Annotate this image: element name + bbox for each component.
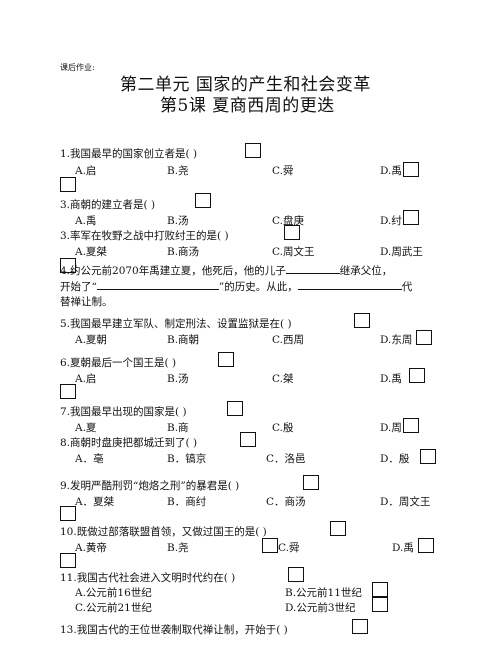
q5-option-b: B.商朝 — [167, 334, 200, 346]
q1-option-a: A.启 — [75, 165, 97, 177]
question-3: 3.率军在牧野之战中打败纣王的是( ) — [60, 230, 229, 242]
q1-option-d: D.禹 — [380, 165, 402, 177]
homework-label: 课后作业: — [60, 63, 95, 72]
blank-3[interactable] — [297, 279, 402, 290]
q10-option-d: D.禹 — [392, 542, 414, 554]
q8-option-b: B．镐京 — [167, 453, 207, 465]
answer-box-8[interactable] — [240, 432, 256, 447]
q10-option-a: A.黄帝 — [75, 542, 107, 554]
answer-box-3[interactable] — [284, 225, 300, 240]
q2-option-d: D.纣 — [380, 215, 402, 227]
question-6: 6.夏朝最后一个国王是( ) — [60, 357, 177, 369]
answer-box-9b[interactable] — [60, 506, 76, 521]
answer-box-5[interactable] — [354, 313, 370, 328]
blank-2[interactable] — [96, 279, 219, 290]
question-4-line-2: 开始了“”的历史。从此，代 — [60, 279, 413, 293]
q3-option-a: A.夏桀 — [75, 246, 107, 258]
q1-option-c: C.舜 — [272, 165, 294, 177]
q9-option-c: C．商汤 — [266, 496, 306, 508]
answer-box-7[interactable] — [227, 401, 243, 416]
q6-option-b: B.汤 — [167, 373, 189, 385]
q7-option-d: D.周 — [380, 422, 402, 434]
question-10: 10.既做过部落联盟首领，又做过国王的是( ) — [60, 526, 267, 538]
q5-option-d: D.东周 — [380, 334, 413, 346]
question-2: 3.商朝的建立者是( ) — [60, 199, 156, 211]
q10-option-b: B.尧 — [167, 542, 189, 554]
answer-box-2[interactable] — [195, 193, 211, 208]
question-4-line-3: 替禅让制。 — [60, 296, 113, 308]
answer-box-10b[interactable] — [262, 538, 278, 553]
unit-title: 第二单元 国家的产生和社会变革 — [120, 75, 371, 95]
q11-option-b: B.公元前11世纪 — [285, 587, 362, 599]
question-8: 8.商朝时盘庚把都城迁到了( ) — [60, 437, 198, 449]
q11-option-d: D.公元前3世纪 — [285, 602, 356, 614]
question-5: 5.我国最早建立军队、制定刑法、设置监狱是在( ) — [60, 318, 292, 330]
answer-box-6c[interactable] — [60, 384, 76, 399]
q11-option-a: A.公元前16世纪 — [75, 587, 152, 599]
q6-option-d: D.禹 — [380, 373, 402, 385]
answer-box-10c[interactable] — [418, 538, 434, 553]
question-7: 7.我国最早出现的国家是( ) — [60, 406, 187, 418]
q9-option-d: D．周文王 — [380, 496, 431, 508]
q2-option-c: C.盘庚 — [272, 215, 304, 227]
question-9: 9.发明严酷刑罚“炮烙之刑”的暴君是( ) — [60, 480, 240, 492]
q7-option-c: C.殷 — [272, 422, 294, 434]
question-11: 11.我国古代社会进入文明时代约在( ) — [60, 572, 236, 584]
q7-option-a: A.夏 — [75, 422, 97, 434]
answer-box-4[interactable] — [60, 258, 76, 273]
q3-option-b: B.商汤 — [167, 246, 200, 258]
q5-option-c: C.西周 — [272, 334, 304, 346]
q8-option-c: C．洛邑 — [266, 453, 306, 465]
answer-box-5b[interactable] — [416, 330, 432, 345]
question-13: 13.我国古代的王位世袭制取代禅让制，开始于( ) — [60, 624, 288, 636]
q7-option-b: B.商 — [167, 422, 189, 434]
blank-1[interactable] — [285, 263, 340, 274]
q8-option-d: D．殷 — [380, 453, 410, 465]
answer-box-13[interactable] — [352, 619, 368, 634]
answer-box-2b[interactable] — [403, 210, 419, 225]
q1-option-b: B.尧 — [167, 165, 189, 177]
answer-box-9[interactable] — [303, 475, 319, 490]
q5-option-a: A.夏朝 — [75, 334, 107, 346]
question-1: 1.我国最早的国家创立者是( ) — [60, 148, 198, 160]
q6-option-a: A.启 — [75, 373, 97, 385]
answer-box-11b[interactable] — [372, 582, 388, 597]
answer-box-10d[interactable] — [60, 553, 76, 568]
q3-option-d: D.周武王 — [380, 246, 423, 258]
q10-option-c: C.舜 — [278, 542, 300, 554]
lesson-title: 第5课 夏商西周的更迭 — [160, 96, 335, 116]
answer-box-1c[interactable] — [60, 177, 76, 192]
q6-option-c: C.桀 — [272, 373, 294, 385]
q2-option-a: A.禹 — [75, 215, 97, 227]
q11-option-c: C.公元前21世纪 — [75, 602, 152, 614]
q3-option-c: C.周文王 — [272, 246, 315, 258]
q9-option-b: B．商纣 — [167, 496, 207, 508]
answer-box-11[interactable] — [288, 567, 304, 582]
answer-box-1[interactable] — [245, 143, 261, 158]
answer-box-6[interactable] — [218, 352, 234, 367]
q8-option-a: A．亳 — [75, 453, 104, 465]
q2-option-b: B.汤 — [167, 215, 189, 227]
answer-box-6b[interactable] — [409, 368, 425, 383]
answer-box-1b[interactable] — [403, 162, 419, 177]
answer-box-8b[interactable] — [420, 449, 436, 464]
answer-box-7b[interactable] — [403, 418, 419, 433]
q9-option-a: A．夏桀 — [75, 496, 115, 508]
question-4-line-1: 4.约公元前2070年禹建立夏，他死后，他的儿子继承父位， — [60, 263, 393, 277]
answer-box-10[interactable] — [330, 521, 346, 536]
answer-box-11c[interactable] — [372, 597, 388, 612]
